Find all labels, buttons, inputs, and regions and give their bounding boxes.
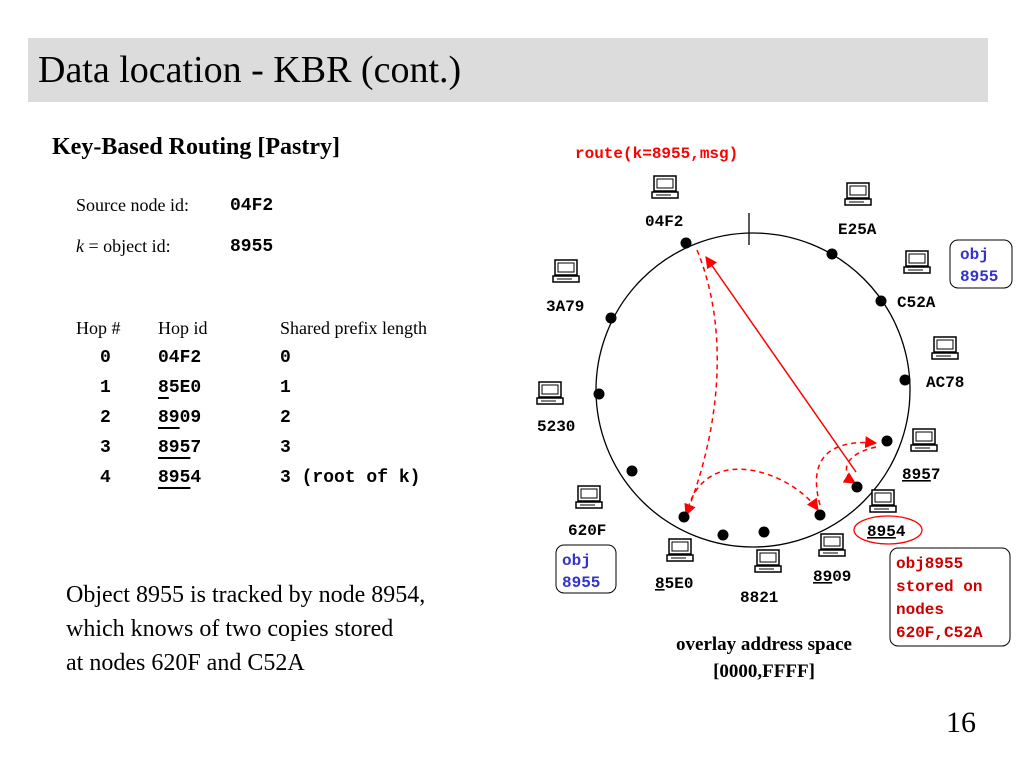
computer-icon — [536, 381, 564, 405]
hop-spl: 0 — [280, 348, 291, 368]
computer-icon — [552, 259, 580, 283]
ring-node-620F — [678, 511, 690, 523]
k-label: k = object id: — [76, 236, 171, 257]
description-line: at nodes 620F and C52A — [66, 650, 305, 676]
hop-spl: 3 — [280, 438, 291, 458]
description: Object 8955 is tracked by node 8954, whi… — [66, 578, 526, 680]
node-label-620F: 620F — [568, 522, 606, 540]
ring-node-E25A — [826, 248, 838, 260]
hop-id: 8909 — [158, 408, 202, 428]
hop-id: 8954 — [158, 468, 202, 488]
ring-node-AC78 — [899, 374, 911, 386]
ring-node-85E0 — [717, 529, 729, 541]
stored-box-line3: nodes — [896, 601, 944, 619]
description-line: which knows of two copies stored — [66, 616, 394, 642]
obj-box-left-line2: 8955 — [562, 574, 600, 592]
ring-node-C52A — [875, 295, 887, 307]
ring-node-8909 — [814, 509, 826, 521]
header-hop-id: Hop id — [158, 318, 208, 338]
ring-node-3A79 — [605, 312, 617, 324]
computer-icon — [575, 485, 603, 509]
address-space-caption: overlay address space — [676, 634, 852, 655]
node-label-8954: 8954 — [867, 523, 906, 541]
hop-spl: 1 — [280, 378, 291, 398]
slide-title: Data location - KBR (cont.) — [38, 49, 462, 91]
k-label-rest: = object id: — [84, 236, 171, 256]
obj-box-left — [555, 544, 617, 594]
ring-node-8954 — [851, 481, 863, 493]
node-label-04F2: 04F2 — [645, 213, 683, 231]
computer-icon — [844, 182, 872, 206]
hop-id: 04F2 — [158, 348, 202, 368]
header-spl: Shared prefix length — [280, 318, 427, 338]
computer-icon — [903, 250, 931, 274]
obj-box-right-line2: 8955 — [960, 268, 998, 286]
hop-number: 0 — [100, 348, 111, 368]
stored-box-line4: 620F,C52A — [896, 624, 983, 642]
k-italic: k — [76, 236, 84, 256]
hop-arrow-4 — [842, 446, 877, 484]
ring-node-5230 — [593, 388, 605, 400]
hop-spl: 2 — [280, 408, 291, 428]
slide-subtitle: Key-Based Routing [Pastry] — [52, 134, 340, 160]
hop-arrow-2 — [685, 468, 819, 518]
hop-id: 85E0 — [158, 378, 202, 398]
node-label-E25A: E25A — [838, 221, 877, 239]
obj-box-right-line1: obj — [960, 246, 989, 264]
route-call-label: route(k=8955,msg) — [575, 145, 738, 163]
ring-node-aux — [626, 465, 638, 477]
node-label-8909: 8909 — [813, 568, 851, 586]
node-label-8821: 8821 — [740, 589, 778, 607]
ring-node-8957 — [881, 435, 893, 447]
hop-number: 4 — [100, 468, 111, 488]
node-label-85E0: 85E0 — [655, 575, 693, 593]
page-number: 16 — [946, 706, 976, 739]
source-value: 04F2 — [230, 196, 274, 216]
hop-arrow-3 — [815, 436, 878, 506]
hop-spl: 3 (root of k) — [280, 468, 421, 488]
computer-icon — [754, 549, 782, 573]
computer-icon — [666, 538, 694, 562]
hop-number: 3 — [100, 438, 111, 458]
hop-number: 2 — [100, 408, 111, 428]
node-label-AC78: AC78 — [926, 374, 964, 392]
obj-box-left-line1: obj — [562, 552, 591, 570]
node-label-5230: 5230 — [537, 418, 575, 436]
node-label-3A79: 3A79 — [546, 298, 584, 316]
computer-icon — [651, 175, 679, 199]
stored-box-line2: stored on — [896, 578, 982, 596]
description-line: Object 8955 is tracked by node 8954, — [66, 582, 426, 608]
overlay-ring — [595, 232, 911, 548]
hop-number: 1 — [100, 378, 111, 398]
computer-icon — [818, 533, 846, 557]
root-node-highlight — [853, 515, 923, 545]
source-label: Source node id: — [76, 195, 189, 215]
route-arrow-direct — [705, 256, 857, 473]
title-bar: Data location - KBR (cont.) — [28, 38, 988, 102]
k-value: 8955 — [230, 237, 274, 257]
hop-id: 8957 — [158, 438, 202, 458]
obj-box-right — [949, 239, 1013, 289]
computer-icon — [869, 489, 897, 513]
computer-icon — [931, 336, 959, 360]
node-label-8957: 8957 — [902, 466, 940, 484]
node-label-C52A: C52A — [897, 294, 936, 312]
hop-arrow-1 — [684, 249, 718, 517]
header-hop: Hop # — [76, 318, 121, 338]
stored-box — [889, 547, 1011, 647]
address-space-range: [0000,FFFF] — [713, 661, 815, 682]
ring-node-8821 — [758, 526, 770, 538]
ring-node-04F2 — [680, 237, 692, 249]
stored-box-line1: obj8955 — [896, 555, 963, 573]
computer-icon — [910, 428, 938, 452]
